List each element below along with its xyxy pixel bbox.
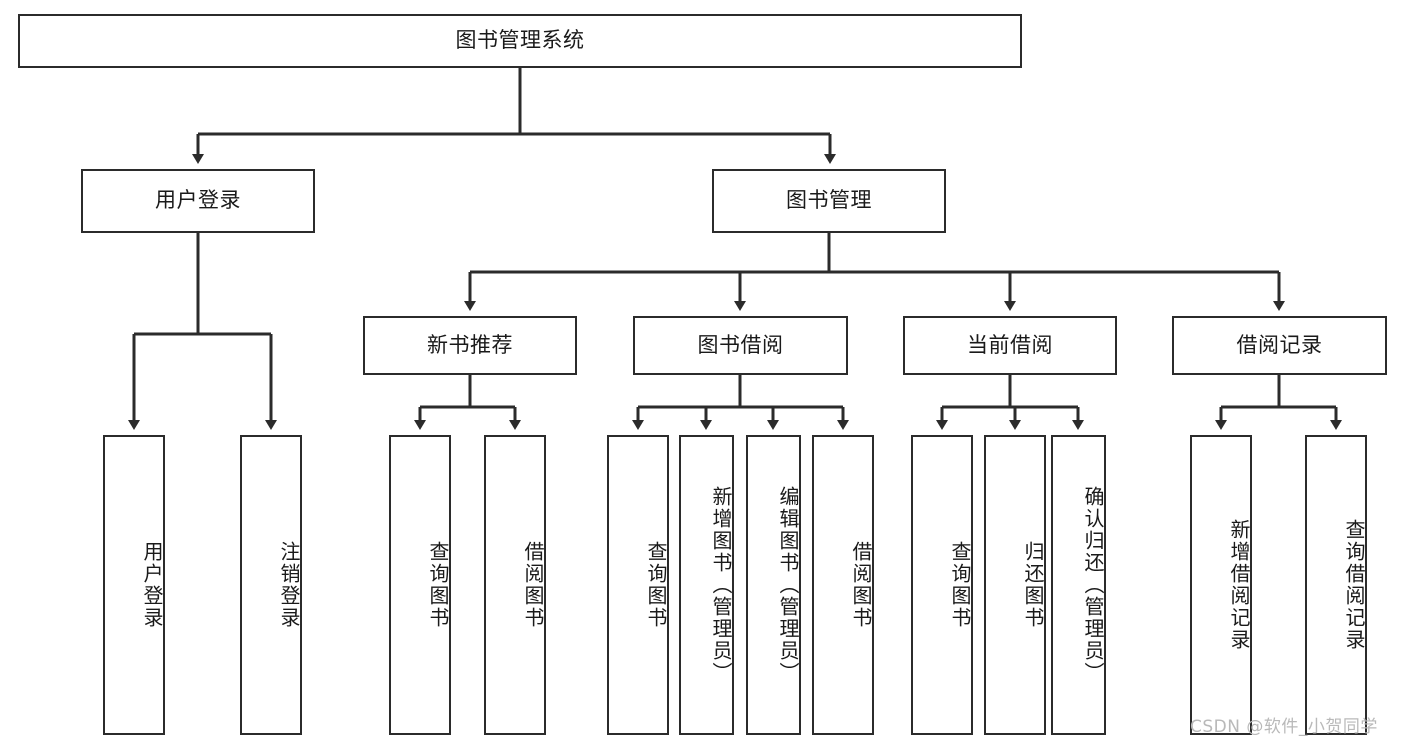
leaf-bb-borrow[interactable]: 借阅图书	[812, 435, 874, 735]
leaf-bb-add[interactable]: 新增图书（管理员）	[679, 435, 734, 735]
leaf-cb-return[interactable]: 归还图书	[984, 435, 1046, 735]
node-current-borrow[interactable]: 当前借阅	[903, 316, 1117, 375]
node-user-login-label: 用户登录	[155, 188, 241, 213]
node-current-borrow-label: 当前借阅	[967, 332, 1053, 357]
leaf-bb-edit[interactable]: 编辑图书（管理员）	[746, 435, 801, 735]
leaf-cb-confirm[interactable]: 确认归还（管理员）	[1051, 435, 1106, 735]
leaf-cb-return-label: 归还图书	[1021, 541, 1045, 629]
leaf-user-login-label: 用户登录	[140, 541, 164, 629]
leaf-bb-borrow-label: 借阅图书	[849, 541, 873, 629]
node-borrow-record[interactable]: 借阅记录	[1172, 316, 1387, 375]
leaf-bb-query-label: 查询图书	[644, 541, 668, 629]
node-borrow-record-label: 借阅记录	[1236, 332, 1323, 357]
node-root-label: 图书管理系统	[455, 28, 585, 53]
leaf-bb-query[interactable]: 查询图书	[607, 435, 669, 735]
leaf-rec-borrow-label: 借阅图书	[521, 541, 545, 629]
node-book-borrow[interactable]: 图书借阅	[633, 316, 848, 375]
leaf-rec-borrow[interactable]: 借阅图书	[484, 435, 546, 735]
node-new-book-rec-label: 新书推荐	[427, 332, 513, 357]
leaf-cb-query[interactable]: 查询图书	[911, 435, 973, 735]
leaf-user-logout[interactable]: 注销登录	[240, 435, 302, 735]
node-new-book-rec[interactable]: 新书推荐	[363, 316, 577, 375]
leaf-br-add[interactable]: 新增借阅记录	[1190, 435, 1252, 735]
leaf-br-add-label: 新增借阅记录	[1227, 519, 1251, 651]
node-book-manage[interactable]: 图书管理	[712, 169, 946, 233]
leaf-rec-query-label: 查询图书	[426, 541, 450, 629]
leaf-br-query-label: 查询借阅记录	[1342, 519, 1366, 651]
leaf-cb-confirm-label: 确认归还（管理员）	[1081, 486, 1105, 684]
leaf-cb-query-label: 查询图书	[948, 541, 972, 629]
leaf-bb-edit-label: 编辑图书（管理员）	[776, 486, 800, 684]
csdn-watermark: CSDN @软件_小贺同学	[1190, 717, 1378, 737]
leaf-bb-add-label: 新增图书（管理员）	[709, 486, 733, 684]
node-book-manage-label: 图书管理	[786, 188, 872, 213]
node-book-borrow-label: 图书借阅	[697, 332, 784, 357]
node-user-login[interactable]: 用户登录	[81, 169, 315, 233]
leaf-user-login[interactable]: 用户登录	[103, 435, 165, 735]
node-root[interactable]: 图书管理系统	[18, 14, 1022, 68]
leaf-br-query[interactable]: 查询借阅记录	[1305, 435, 1367, 735]
leaf-user-logout-label: 注销登录	[277, 541, 301, 629]
leaf-rec-query[interactable]: 查询图书	[389, 435, 451, 735]
